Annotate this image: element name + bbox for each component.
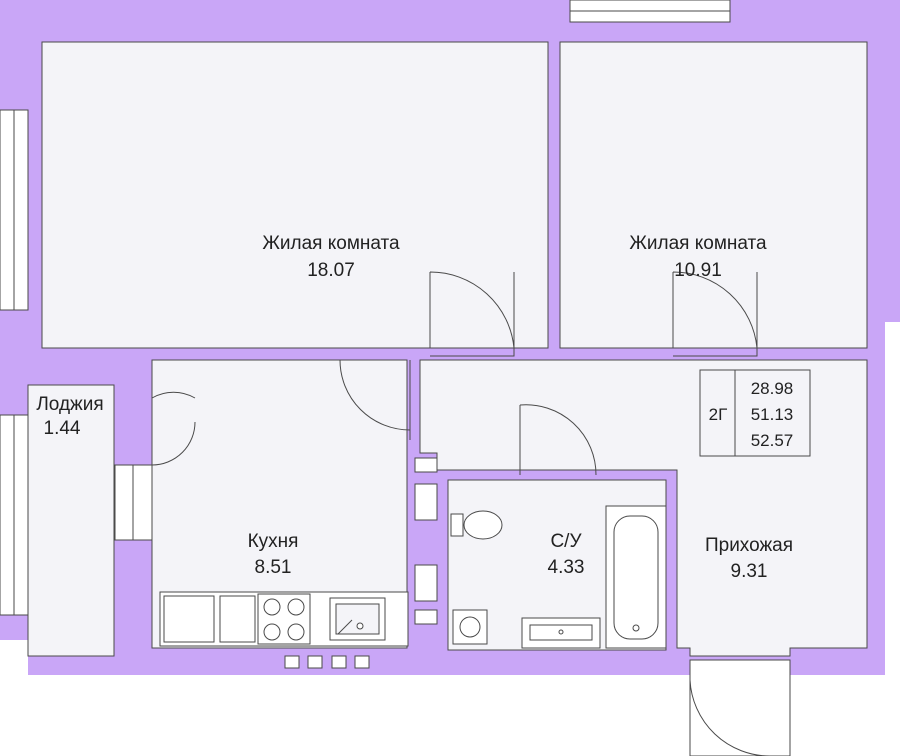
total-area-value: 51.13 xyxy=(751,405,794,424)
window-icon xyxy=(0,0,791,756)
area-summary-box: 2Г 28.98 51.13 52.57 xyxy=(699,369,811,457)
living-room-2-floor xyxy=(559,41,868,349)
bathtub-icon xyxy=(605,505,667,649)
washing-machine-icon xyxy=(452,609,488,645)
room-area-hallway: 9.31 xyxy=(731,561,768,582)
loggia-floor xyxy=(27,384,115,657)
living-room-1-floor xyxy=(41,41,549,349)
room-name-loggia: Лоджия xyxy=(36,394,103,415)
room-name-living-room-2: Жилая комната xyxy=(629,233,767,254)
total-area-with-loggia-value: 52.57 xyxy=(751,431,794,450)
living-area-value: 28.98 xyxy=(751,379,794,398)
sink-icon xyxy=(329,597,386,641)
apartment-type-code: 2Г xyxy=(709,405,728,424)
room-area-loggia: 1.44 xyxy=(44,418,81,439)
shaft-cutouts xyxy=(284,457,438,669)
room-area-living-room-1: 18.07 xyxy=(307,260,355,281)
bathroom-basin xyxy=(521,617,601,649)
room-name-bathroom: С/У xyxy=(550,531,582,552)
stove-icon xyxy=(257,593,311,645)
door-icon xyxy=(151,271,770,756)
room-name-living-room-1: Жилая комната xyxy=(262,233,400,254)
room-area-living-room-2: 10.91 xyxy=(674,260,722,281)
room-area-bathroom: 4.33 xyxy=(548,557,585,578)
room-name-hallway: Прихожая xyxy=(705,535,793,556)
toilet-icon xyxy=(450,510,503,540)
room-name-kitchen: Кухня xyxy=(248,531,299,552)
room-labels: Жилая комната 18.07 Жилая комната 10.91 … xyxy=(36,233,793,582)
room-area-kitchen: 8.51 xyxy=(255,557,292,578)
